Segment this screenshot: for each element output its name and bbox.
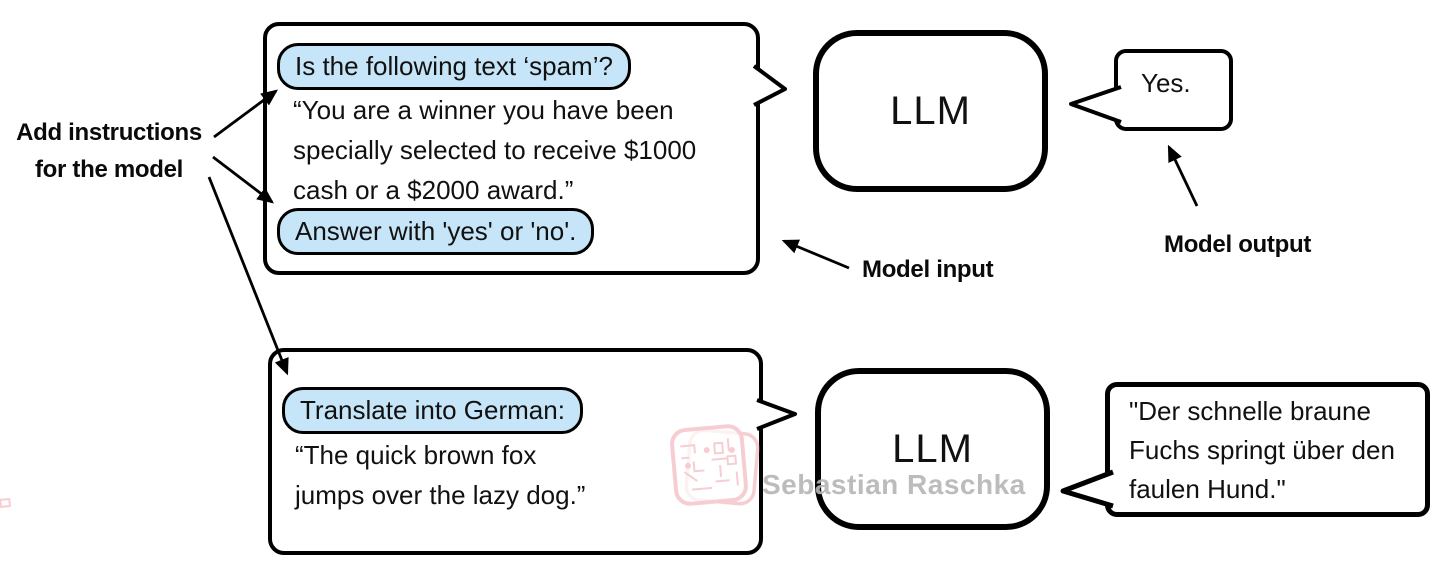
spam-output-text: Yes. [1141,68,1191,98]
spam-input-line-2: specially selected to receive $1000 [293,135,697,165]
llm-label-bottom: LLM [892,426,973,471]
watermark-text: Sebastian Raschka [762,469,1026,500]
translation-output-line-3: faulen Hund." [1129,474,1286,504]
arrow-model-output [1167,144,1199,207]
add-instructions-line-1: Add instructions [16,119,202,146]
translation-input-text: “The quick brown fox jumps over the lazy… [295,435,585,515]
translation-output-line-2: Fuchs springt über den [1129,435,1395,465]
translation-instruction-pill: Translate into German: [282,387,583,435]
spam-model-output-bubble: Yes. [1114,49,1233,131]
spam-input-line-1: “You are a winner you have been [293,95,674,125]
model-input-label: Model input [862,256,994,283]
spam-input-line-3: cash or a $2000 award.” [293,175,574,205]
translation-input-line-2: jumps over the lazy dog.” [295,480,586,510]
translation-output-line-1: "Der schnelle braune [1129,396,1371,426]
llm-box-bottom: LLM [815,368,1050,530]
spam-input-text: “You are a winner you have been speciall… [293,90,696,210]
arrow-model-input [781,239,850,270]
translation-input-line-1: “The quick brown fox [295,440,537,470]
translation-model-output-bubble: "Der schnelle braune Fuchs springt über … [1105,382,1430,517]
spam-instruction-pill-2: Answer with 'yes' or 'no'. [277,208,595,256]
add-instructions-label: Add instructions for the model [6,114,212,188]
model-output-label: Model output [1164,231,1312,258]
spam-instruction-pill-1: Is the following text ‘spam’? [277,43,631,91]
llm-box-top: LLM [813,30,1048,192]
add-instructions-line-2: for the model [34,156,184,183]
translation-output-text: "Der schnelle braune Fuchs springt über … [1129,392,1395,509]
llm-label-top: LLM [890,88,971,133]
